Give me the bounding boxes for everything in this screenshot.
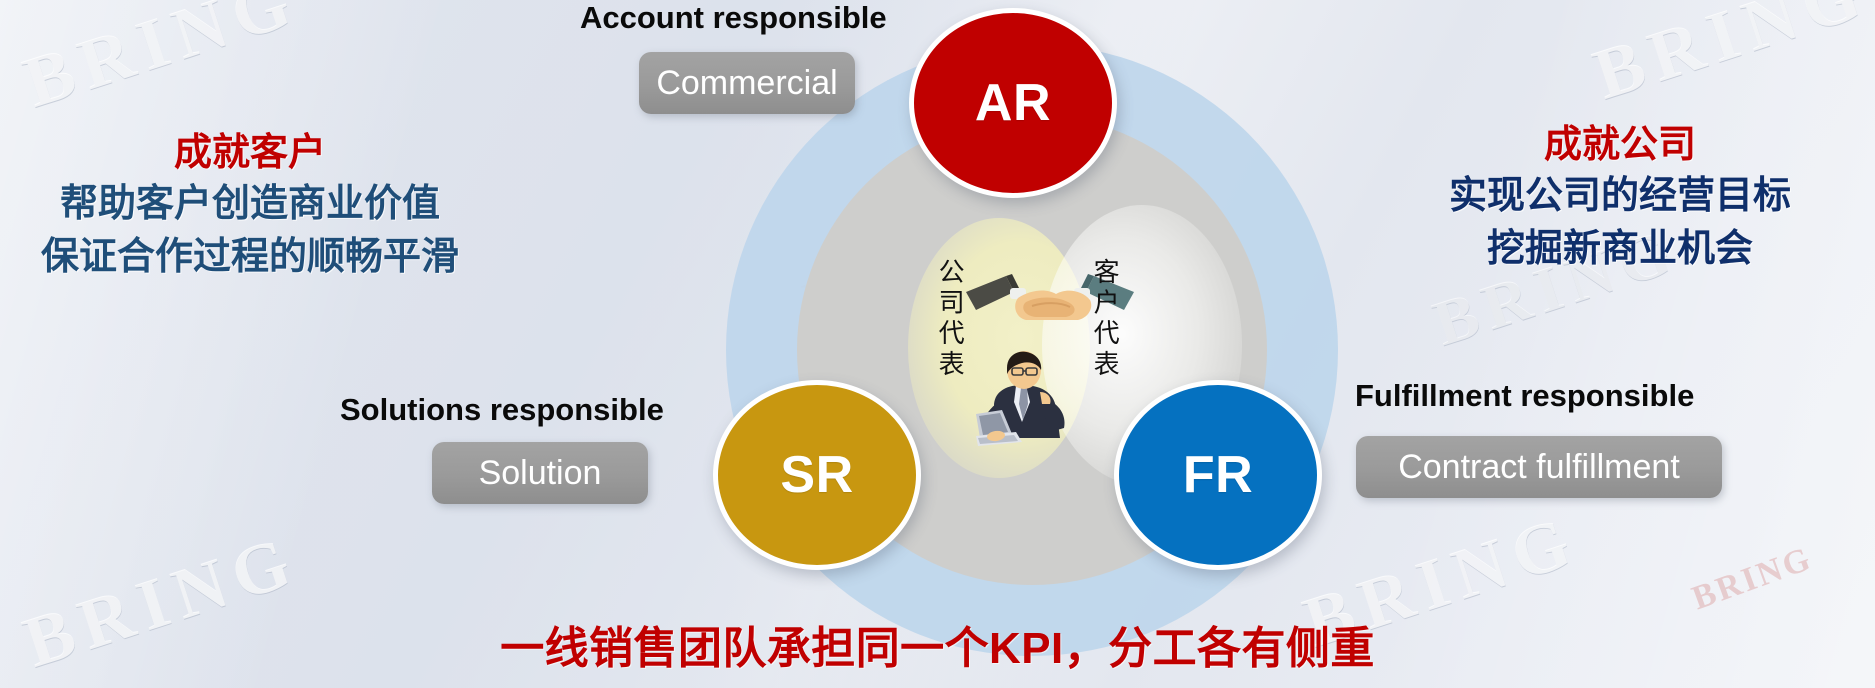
role-circle-ar[interactable]: AR: [909, 8, 1117, 198]
caption-solutions-responsible: Solutions responsible: [340, 392, 664, 427]
right-heading: 成就公司: [1543, 124, 1696, 166]
role-abbr-sr: SR: [780, 446, 854, 504]
footer-headline: 一线销售团队承担同一个KPI，分工各有侧重: [500, 624, 1375, 673]
right-line-1: 实现公司的经营目标: [1448, 175, 1791, 218]
tag-contract-fulfillment[interactable]: Contract fulfillment: [1356, 436, 1722, 498]
center-label-client-rep: 客户代表: [1090, 258, 1121, 381]
left-text-block: 成就客户 帮助客户创造商业价值 保证合作过程的顺畅平滑: [0, 128, 500, 283]
caption-fulfillment-responsible: Fulfillment responsible: [1355, 378, 1695, 413]
right-line-2: 挖掘新商业机会: [1486, 227, 1753, 270]
right-text-block: 成就公司 实现公司的经营目标 挖掘新商业机会: [1370, 120, 1870, 275]
left-line-2: 保证合作过程的顺畅平滑: [40, 235, 459, 278]
watermark-brand: BRING: [1687, 539, 1818, 618]
watermark-brand: BRING: [14, 0, 309, 123]
role-circle-fr[interactable]: FR: [1114, 380, 1322, 570]
role-abbr-ar: AR: [974, 74, 1052, 132]
role-abbr-fr: FR: [1182, 446, 1254, 504]
center-label-company-rep: 公司代表: [935, 258, 966, 381]
tag-commercial[interactable]: Commercial: [639, 52, 855, 114]
caption-account-responsible: Account responsible: [580, 0, 887, 35]
tag-solution[interactable]: Solution: [432, 442, 648, 504]
role-circle-sr[interactable]: SR: [713, 380, 921, 570]
left-heading: 成就客户: [173, 132, 326, 174]
watermark-brand: BRING: [1584, 0, 1875, 115]
handshake-businessman-illustration: [966, 274, 1134, 446]
left-line-1: 帮助客户创造商业价值: [59, 183, 440, 226]
